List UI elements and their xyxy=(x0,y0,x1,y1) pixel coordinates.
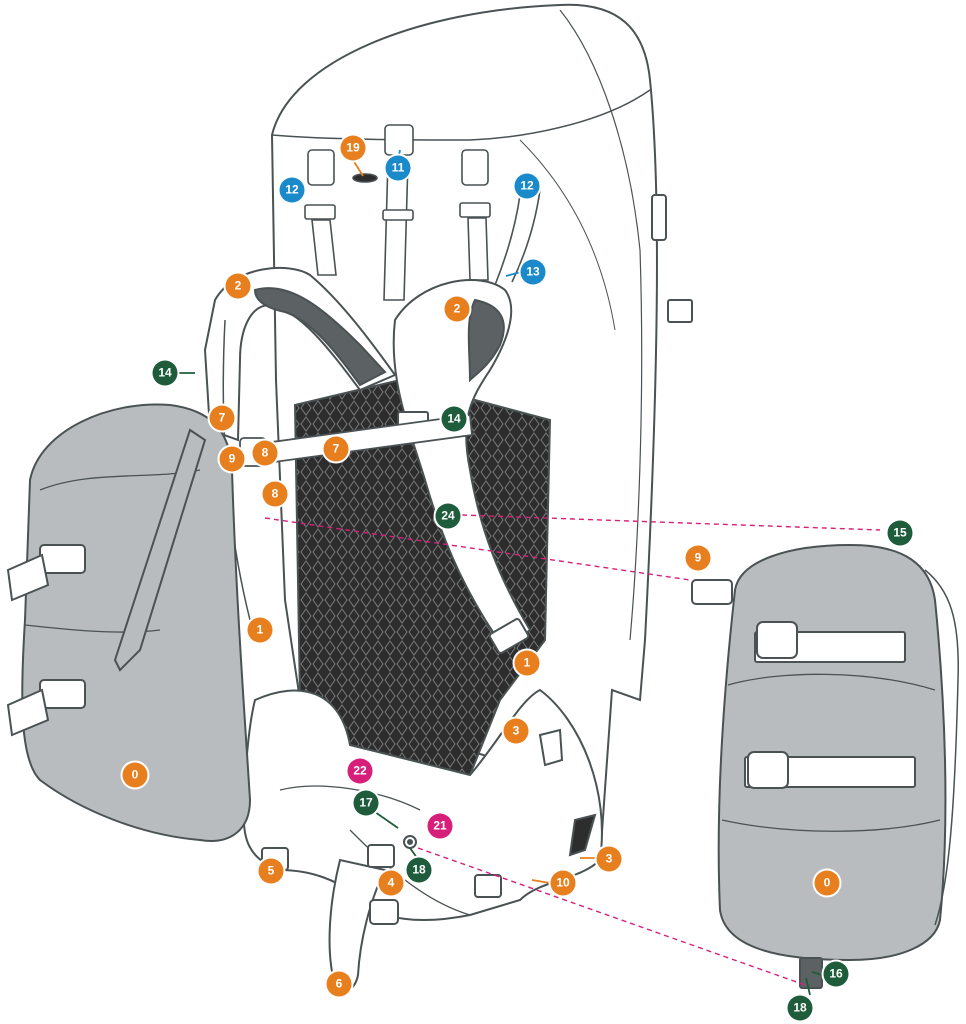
callout-badge-0a: 0 xyxy=(122,762,148,788)
callout-badge-14a: 14 xyxy=(152,360,178,386)
callout-number: 24 xyxy=(441,508,455,523)
callout-badge-6: 6 xyxy=(326,971,352,997)
callout-number: 3 xyxy=(512,723,520,738)
callout-number: 19 xyxy=(346,140,360,155)
callout-number: 9 xyxy=(228,451,236,466)
callout-badge-18b: 18 xyxy=(787,995,813,1021)
callout-badge-15: 15 xyxy=(887,520,913,546)
callout-badge-22: 22 xyxy=(347,758,373,784)
left-shoulder-strap xyxy=(203,266,397,621)
callout-badge-8b: 8 xyxy=(262,481,288,507)
callout-badge-1a: 1 xyxy=(247,617,273,643)
callout-number: 2 xyxy=(453,301,461,316)
callout-badge-16: 16 xyxy=(823,961,849,987)
callout-badge-2a: 2 xyxy=(225,273,251,299)
callout-number: 7 xyxy=(218,410,226,425)
callout-badge-19: 19 xyxy=(340,135,366,161)
callout-number: 7 xyxy=(332,441,340,456)
callout-badge-12b: 12 xyxy=(514,173,540,199)
callout-number: 12 xyxy=(520,178,534,193)
callout-number: 0 xyxy=(131,767,139,782)
left-pocket xyxy=(6,403,252,842)
callout-number: 1 xyxy=(523,655,531,670)
callout-badge-0b: 0 xyxy=(814,870,840,896)
callout-number: 3 xyxy=(605,851,613,866)
callout-badge-5: 5 xyxy=(258,858,284,884)
callout-badge-10: 10 xyxy=(550,870,576,896)
callout-badge-14b: 14 xyxy=(441,406,467,432)
callout-number: 8 xyxy=(271,486,279,501)
callout-number: 15 xyxy=(893,525,907,540)
callout-badge-17: 17 xyxy=(353,790,379,816)
callout-number: 4 xyxy=(387,875,395,890)
callout-badge-9b: 9 xyxy=(685,545,711,571)
callout-badge-4: 4 xyxy=(378,870,404,896)
callout-number: 14 xyxy=(158,365,172,380)
callout-number: 11 xyxy=(391,160,405,175)
callout-number: 1 xyxy=(256,622,264,637)
callout-number: 14 xyxy=(447,411,461,426)
callout-badge-9a: 9 xyxy=(219,446,245,472)
callout-badge-7a: 7 xyxy=(209,405,235,431)
right-pocket xyxy=(691,543,959,989)
callout-number: 12 xyxy=(285,182,299,197)
callout-badge-24: 24 xyxy=(435,503,461,529)
callout-badge-2b: 2 xyxy=(444,296,470,322)
callout-badge-7b: 7 xyxy=(323,436,349,462)
callout-badge-18a: 18 xyxy=(406,857,432,883)
callout-badge-3a: 3 xyxy=(503,718,529,744)
callout-badge-11: 11 xyxy=(385,155,411,181)
callout-number: 10 xyxy=(556,875,570,890)
callout-number: 13 xyxy=(526,264,540,279)
callout-ticks-orange xyxy=(352,159,598,884)
callout-number: 9 xyxy=(694,550,702,565)
attachment-leader-lines xyxy=(264,514,881,986)
callout-number: 16 xyxy=(829,966,843,981)
right-shoulder-strap xyxy=(392,279,532,654)
callout-badge-13: 13 xyxy=(520,259,546,285)
callout-ticks xyxy=(176,372,823,996)
callout-number: 6 xyxy=(335,976,343,991)
callout-number: 18 xyxy=(793,1000,807,1015)
callout-badge-12a: 12 xyxy=(279,177,305,203)
callout-badge-1b: 1 xyxy=(514,650,540,676)
callout-number: 22 xyxy=(353,763,367,778)
callout-number: 17 xyxy=(359,795,373,810)
callout-badge-8a: 8 xyxy=(252,440,278,466)
callout-number: 2 xyxy=(234,278,242,293)
callout-number: 5 xyxy=(267,863,275,878)
top-straps xyxy=(304,124,541,301)
callout-number: 0 xyxy=(823,875,831,890)
callout-number: 21 xyxy=(433,818,447,833)
callout-number: 8 xyxy=(261,445,269,460)
callout-badge-21: 21 xyxy=(427,813,453,839)
callout-badge-3b: 3 xyxy=(596,846,622,872)
callout-number: 18 xyxy=(412,862,426,877)
